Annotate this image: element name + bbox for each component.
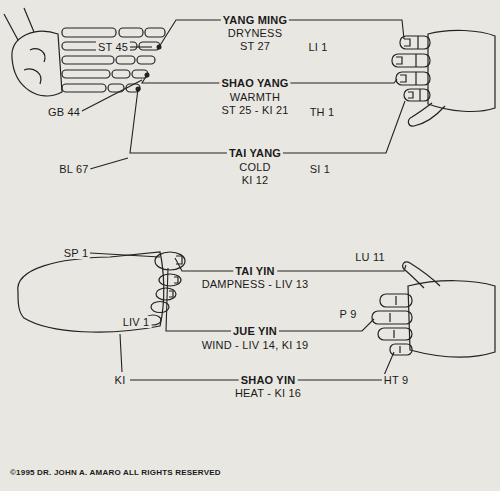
point-dots (136, 45, 162, 92)
leader-line (90, 158, 128, 169)
quality-label: DRYNESS (226, 27, 284, 39)
channel-lines (80, 20, 406, 380)
channel-name: TAI YIN (233, 265, 277, 277)
leader-line (80, 80, 142, 112)
leg-bones (4, 8, 34, 40)
point-label: ST 45 (96, 41, 130, 53)
point-label: LI 1 (306, 41, 329, 53)
point-label: LIV 1 (121, 316, 152, 328)
point-label: LU 11 (353, 251, 387, 263)
finger-outline (392, 54, 430, 67)
channel-name: SHAO YANG (219, 77, 290, 89)
tai-yang-line (130, 89, 405, 153)
point-label: ST 27 (238, 40, 272, 52)
quality-label: DAMPNESS - LIV 13 (200, 278, 311, 290)
toe-bone (137, 56, 155, 64)
point-label: KI 12 (240, 174, 271, 186)
channel-name: TAI YANG (227, 147, 283, 159)
foot-outline (18, 252, 185, 332)
point-label: P 9 (338, 308, 359, 320)
tarsal-bones (12, 31, 62, 96)
leader-line (130, 46, 152, 47)
toe-bone (119, 28, 143, 37)
point-label: SP 1 (62, 247, 90, 259)
palm-outline (408, 281, 495, 357)
quality-label: WARMTH (228, 91, 282, 103)
finger-outline (404, 89, 430, 101)
fingernails (396, 39, 413, 98)
channel-name: YANG MING (221, 14, 289, 26)
foot-body (18, 252, 164, 332)
finger-creases (390, 296, 400, 353)
hand-outline (372, 262, 495, 357)
point-label: BL 67 (57, 163, 90, 175)
finger-outline (372, 311, 412, 324)
toe-bone (112, 70, 130, 78)
thumb-outline (403, 262, 440, 288)
point-label: GB 44 (46, 106, 82, 118)
point-label: TH 1 (308, 106, 337, 118)
channel-name: SHAO YIN (239, 374, 298, 386)
metatarsal-bone (62, 28, 116, 37)
jue-yin-line (166, 268, 374, 331)
toenails (169, 256, 182, 297)
point-label: KI (113, 374, 128, 386)
metatarsal-bone (62, 84, 106, 92)
toe-bone (145, 28, 165, 37)
leader-line (90, 253, 160, 257)
point-label: SI 1 (308, 163, 332, 175)
palm-outline (428, 30, 495, 111)
copyright-note: ©1995 DR. JOHN A. AMARO ALL RIGHTS RESER… (8, 468, 223, 477)
tarsal-bones (24, 49, 45, 84)
finger-outline (396, 72, 430, 85)
finger-outline (378, 328, 412, 340)
thumb-outline (408, 103, 445, 126)
quality-label: COLD (237, 161, 272, 173)
metatarsal-bone (62, 56, 114, 64)
foot-skeleton (4, 8, 165, 96)
point-label: HT 9 (382, 374, 410, 386)
channel-name: JUE YIN (231, 325, 279, 337)
finger-joints (416, 36, 420, 101)
hand-outline (392, 30, 495, 126)
point-label: ST 25 - KI 21 (219, 104, 290, 116)
finger-outline (400, 36, 430, 49)
quality-label: HEAT - KI 16 (233, 387, 303, 399)
metatarsal-bone (62, 70, 110, 78)
toe-bone (116, 56, 135, 64)
quality-label: WIND - LIV 14, KI 19 (200, 339, 311, 351)
